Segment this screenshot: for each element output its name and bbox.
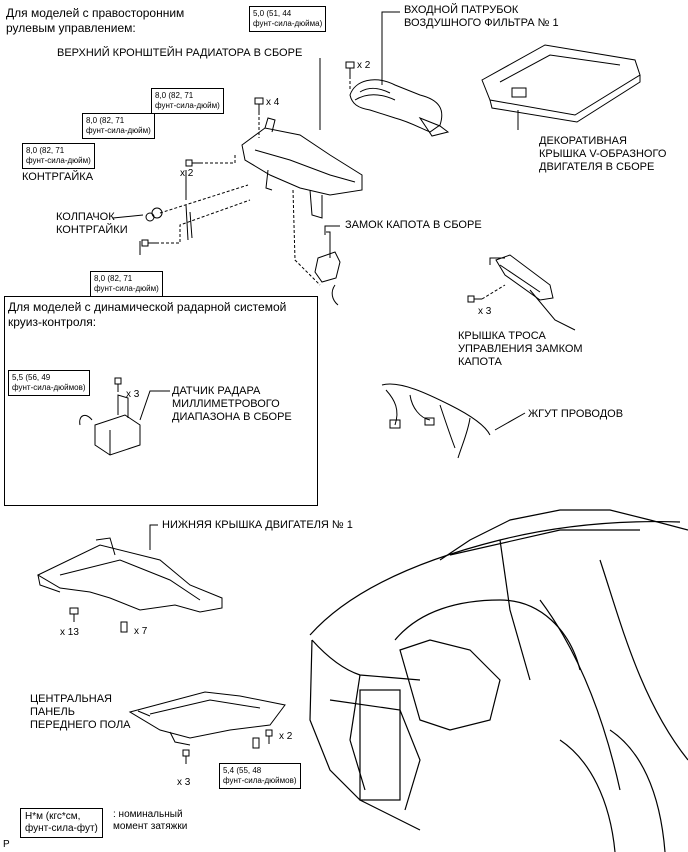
qty-support-top: x 4 [266,97,280,108]
engine-under-cover [36,537,223,613]
torque-support-top: 8,0 (82, 71 фунт-сила-дюйм) [151,88,224,114]
v-bank-cover [481,44,641,123]
torque-support-mid: 8,0 (82, 71 фунт-сила-дюйм) [82,113,155,139]
qty-floor-b: x 3 [177,777,191,788]
torque-unit: фунт-сила-дюйм) [155,101,220,110]
air-inlet-duct [349,79,450,137]
locknut-cap [145,212,155,222]
torque-floor-panel: 5,4 (55, 48 фунт-сила-дюймов) [219,763,301,789]
qty-floor-a: x 2 [279,731,293,742]
label-locknut: КОНТРГАЙКА [22,171,94,183]
torque-value: 5,4 (55, 48 [223,766,262,775]
qty-radar: x 3 [126,389,140,400]
torque-unit: фунт-сила-дюйм) [86,126,151,135]
qty-under-cover-b: x 7 [134,626,148,637]
leader-lines [112,11,576,717]
torque-unit: фунт-сила-дюймов) [223,776,297,785]
upper-radiator-support [241,117,363,219]
legend-key: Н*м (кгс*см, фунт-сила-фут) [20,808,103,838]
qty-air-inlet: x 2 [357,60,371,71]
rhd-note: Для моделей с правосторонним рулевым упр… [6,6,185,35]
torque-lower-bolt: 8,0 (82, 71 фунт-сила-дюйм) [90,271,163,297]
torque-air-inlet: 5,0 (51, 44 фунт-сила-дюйма) [249,6,327,32]
radar-box-title: Для моделей с динамической радарной сист… [8,300,287,329]
hood-cable-cover [495,254,554,301]
label-radar-sensor: ДАТЧИК РАДАРА МИЛЛИМЕТРОВОГО ДИАПАЗОНА В… [172,385,292,423]
center-floor-panel [128,691,286,746]
hood-stay [185,204,193,241]
guide-lines [156,76,506,300]
legend-desc: : номинальный момент затяжки [113,809,188,832]
hood-lock [314,231,341,306]
corner-mark: P [3,839,10,850]
torque-locknut: 8,0 (82, 71 фунт-сила-дюйм) [22,143,95,169]
label-hood-cable-cover: КРЫШКА ТРОСА УПРАВЛЕНИЯ ЗАМКОМ КАПОТА [458,330,583,368]
torque-radar: 5,5 (56, 49 фунт-сила-дюймов) [8,370,90,396]
torque-value: 8,0 (82, 71 [155,91,194,100]
wire-harness [381,383,491,459]
qty-hood-cable: x 3 [478,306,492,317]
qty-under-cover-a: x 13 [60,627,79,638]
label-locknut-cap: КОЛПАЧОК КОНТРГАЙКИ [56,211,128,236]
torque-unit: фунт-сила-дюйм) [94,284,159,293]
torque-value: 8,0 (82, 71 [26,146,65,155]
label-engine-under-cover: НИЖНЯЯ КРЫШКА ДВИГАТЕЛЯ № 1 [162,519,353,531]
label-center-floor-panel: ЦЕНТРАЛЬНАЯ ПАНЕЛЬ ПЕРЕДНЕГО ПОЛА [30,693,131,731]
torque-unit: фунт-сила-дюйм) [26,156,91,165]
qty-support-mid: x 2 [180,168,194,179]
label-hood-lock: ЗАМОК КАПОТА В СБОРЕ [345,219,482,231]
torque-unit: фунт-сила-дюйма) [253,19,323,28]
label-upper-radiator-support: ВЕРХНИЙ КРОНШТЕЙН РАДИАТОРА В СБОРЕ [57,47,303,59]
torque-value: 5,5 (56, 49 [12,373,51,382]
radar-sensor [79,394,141,456]
torque-value: 8,0 (82, 71 [94,274,133,283]
label-wire-harness: ЖГУТ ПРОВОДОВ [528,408,624,420]
label-v-bank-cover: ДЕКОРАТИВНАЯ КРЫШКА V-ОБРАЗНОГО ДВИГАТЕЛ… [539,135,667,173]
label-air-inlet: ВХОДНОЙ ПАТРУБОК ВОЗДУШНОГО ФИЛЬТРА № 1 [404,4,559,29]
vehicle-front [309,509,688,852]
bolts [69,61,482,764]
torque-value: 8,0 (82, 71 [86,116,125,125]
torque-unit: фунт-сила-дюймов) [12,383,86,392]
torque-value: 5,0 (51, 44 [253,9,292,18]
